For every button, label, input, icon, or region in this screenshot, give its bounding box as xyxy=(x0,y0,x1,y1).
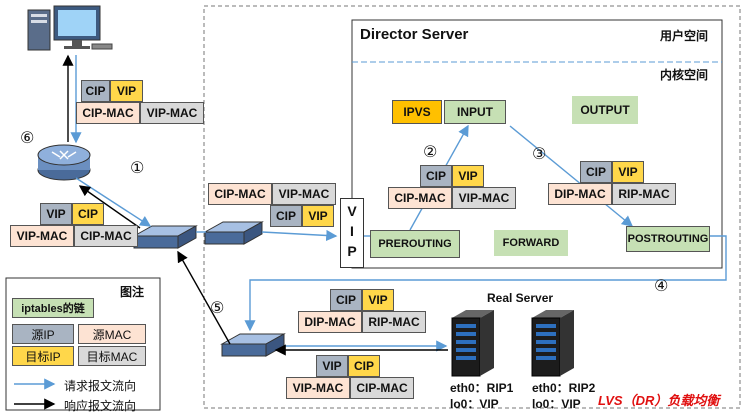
packet-dst-mac: RIP-MAC xyxy=(612,183,676,205)
packet-src-mac: VIP-MAC xyxy=(10,225,74,247)
vip-interface-label: VIP xyxy=(344,203,360,263)
packet-src-ip: CIP xyxy=(580,161,612,183)
director-region xyxy=(203,5,741,409)
legend-title: 图注 xyxy=(120,285,145,299)
step-1: ① xyxy=(130,158,145,177)
input-chain: INPUT xyxy=(444,100,506,124)
packet-src-ip: VIP xyxy=(40,203,72,225)
packet-dst-mac: VIP-MAC xyxy=(272,183,336,205)
response-flow xyxy=(62,54,448,356)
legend-response: 响应报文流向 xyxy=(64,399,137,412)
packet-src-mac: DIP-MAC xyxy=(548,183,612,205)
legend-dst-mac: 目标MAC xyxy=(78,346,146,366)
packet-src-ip: CIP xyxy=(330,289,362,311)
rs1-interface: eth0：RIP1 xyxy=(450,381,514,395)
packet-dst-mac: VIP-MAC xyxy=(140,102,204,124)
packet-dst-mac: CIP-MAC xyxy=(350,377,414,399)
director-title: Director Server xyxy=(360,26,469,43)
packet-src-ip: VIP xyxy=(316,355,348,377)
packet-dst-ip: CIP xyxy=(348,355,380,377)
packet-dst-ip: VIP xyxy=(452,165,484,187)
packet-dst-ip: VIP xyxy=(110,80,143,102)
rs2-interface: eth0：RIP2 xyxy=(532,381,596,395)
router-icon xyxy=(37,144,91,181)
legend-src-mac: 源MAC xyxy=(78,324,146,344)
step-4: ④ xyxy=(654,276,669,295)
packet-dst-mac: RIP-MAC xyxy=(362,311,426,333)
packet-src-mac: CIP-MAC xyxy=(76,102,140,124)
rs2-loopback: lo0：VIP xyxy=(532,397,581,411)
packet-dst-mac: CIP-MAC xyxy=(74,225,138,247)
forward-chain: FORWARD xyxy=(494,230,568,256)
packet-dst-ip: CIP xyxy=(72,203,104,225)
packet-src-mac: DIP-MAC xyxy=(298,311,362,333)
request-flow xyxy=(70,55,727,352)
computer-icon xyxy=(27,5,113,51)
real-server-title: Real Server xyxy=(487,291,554,305)
rs1-loopback: lo0：VIP xyxy=(450,397,499,411)
packet-dst-ip: VIP xyxy=(362,289,394,311)
step-5: ⑤ xyxy=(210,298,225,317)
server-icon xyxy=(531,310,574,377)
kernel-space-label: 内核空间 xyxy=(660,68,709,82)
prerouting-chain: PREROUTING xyxy=(370,230,460,258)
packet-dst-ip: VIP xyxy=(302,205,334,227)
step-2: ② xyxy=(423,142,438,161)
user-space-label: 用户空间 xyxy=(660,29,709,43)
postrouting-chain: POSTROUTING xyxy=(626,226,710,252)
packet-src-mac: CIP-MAC xyxy=(388,187,452,209)
switch-icon xyxy=(132,225,198,249)
legend-dst-ip: 目标IP xyxy=(12,346,74,366)
server-icon xyxy=(451,310,494,377)
packet-src-ip: CIP xyxy=(420,165,452,187)
packet-src-ip: CIP xyxy=(81,80,110,102)
vip-interface: VIP xyxy=(340,198,364,268)
legend-chain: iptables的链 xyxy=(12,298,94,318)
legend-src-ip: 源IP xyxy=(12,324,74,344)
step-3: ③ xyxy=(532,144,547,163)
switch-icon xyxy=(220,333,286,357)
switch-icon xyxy=(203,221,264,245)
output-chain: OUTPUT xyxy=(572,96,638,124)
packet-dst-mac: VIP-MAC xyxy=(452,187,516,209)
legend-request: 请求报文流向 xyxy=(64,379,137,393)
step-6: ⑥ xyxy=(20,128,35,147)
diagram-caption: LVS（DR）负载均衡 xyxy=(598,393,720,408)
ipvs-box: IPVS xyxy=(392,100,442,124)
packet-src-ip: CIP xyxy=(270,205,302,227)
packet-src-mac: CIP-MAC xyxy=(208,183,272,205)
packet-src-mac: VIP-MAC xyxy=(286,377,350,399)
packet-dst-ip: VIP xyxy=(612,161,644,183)
